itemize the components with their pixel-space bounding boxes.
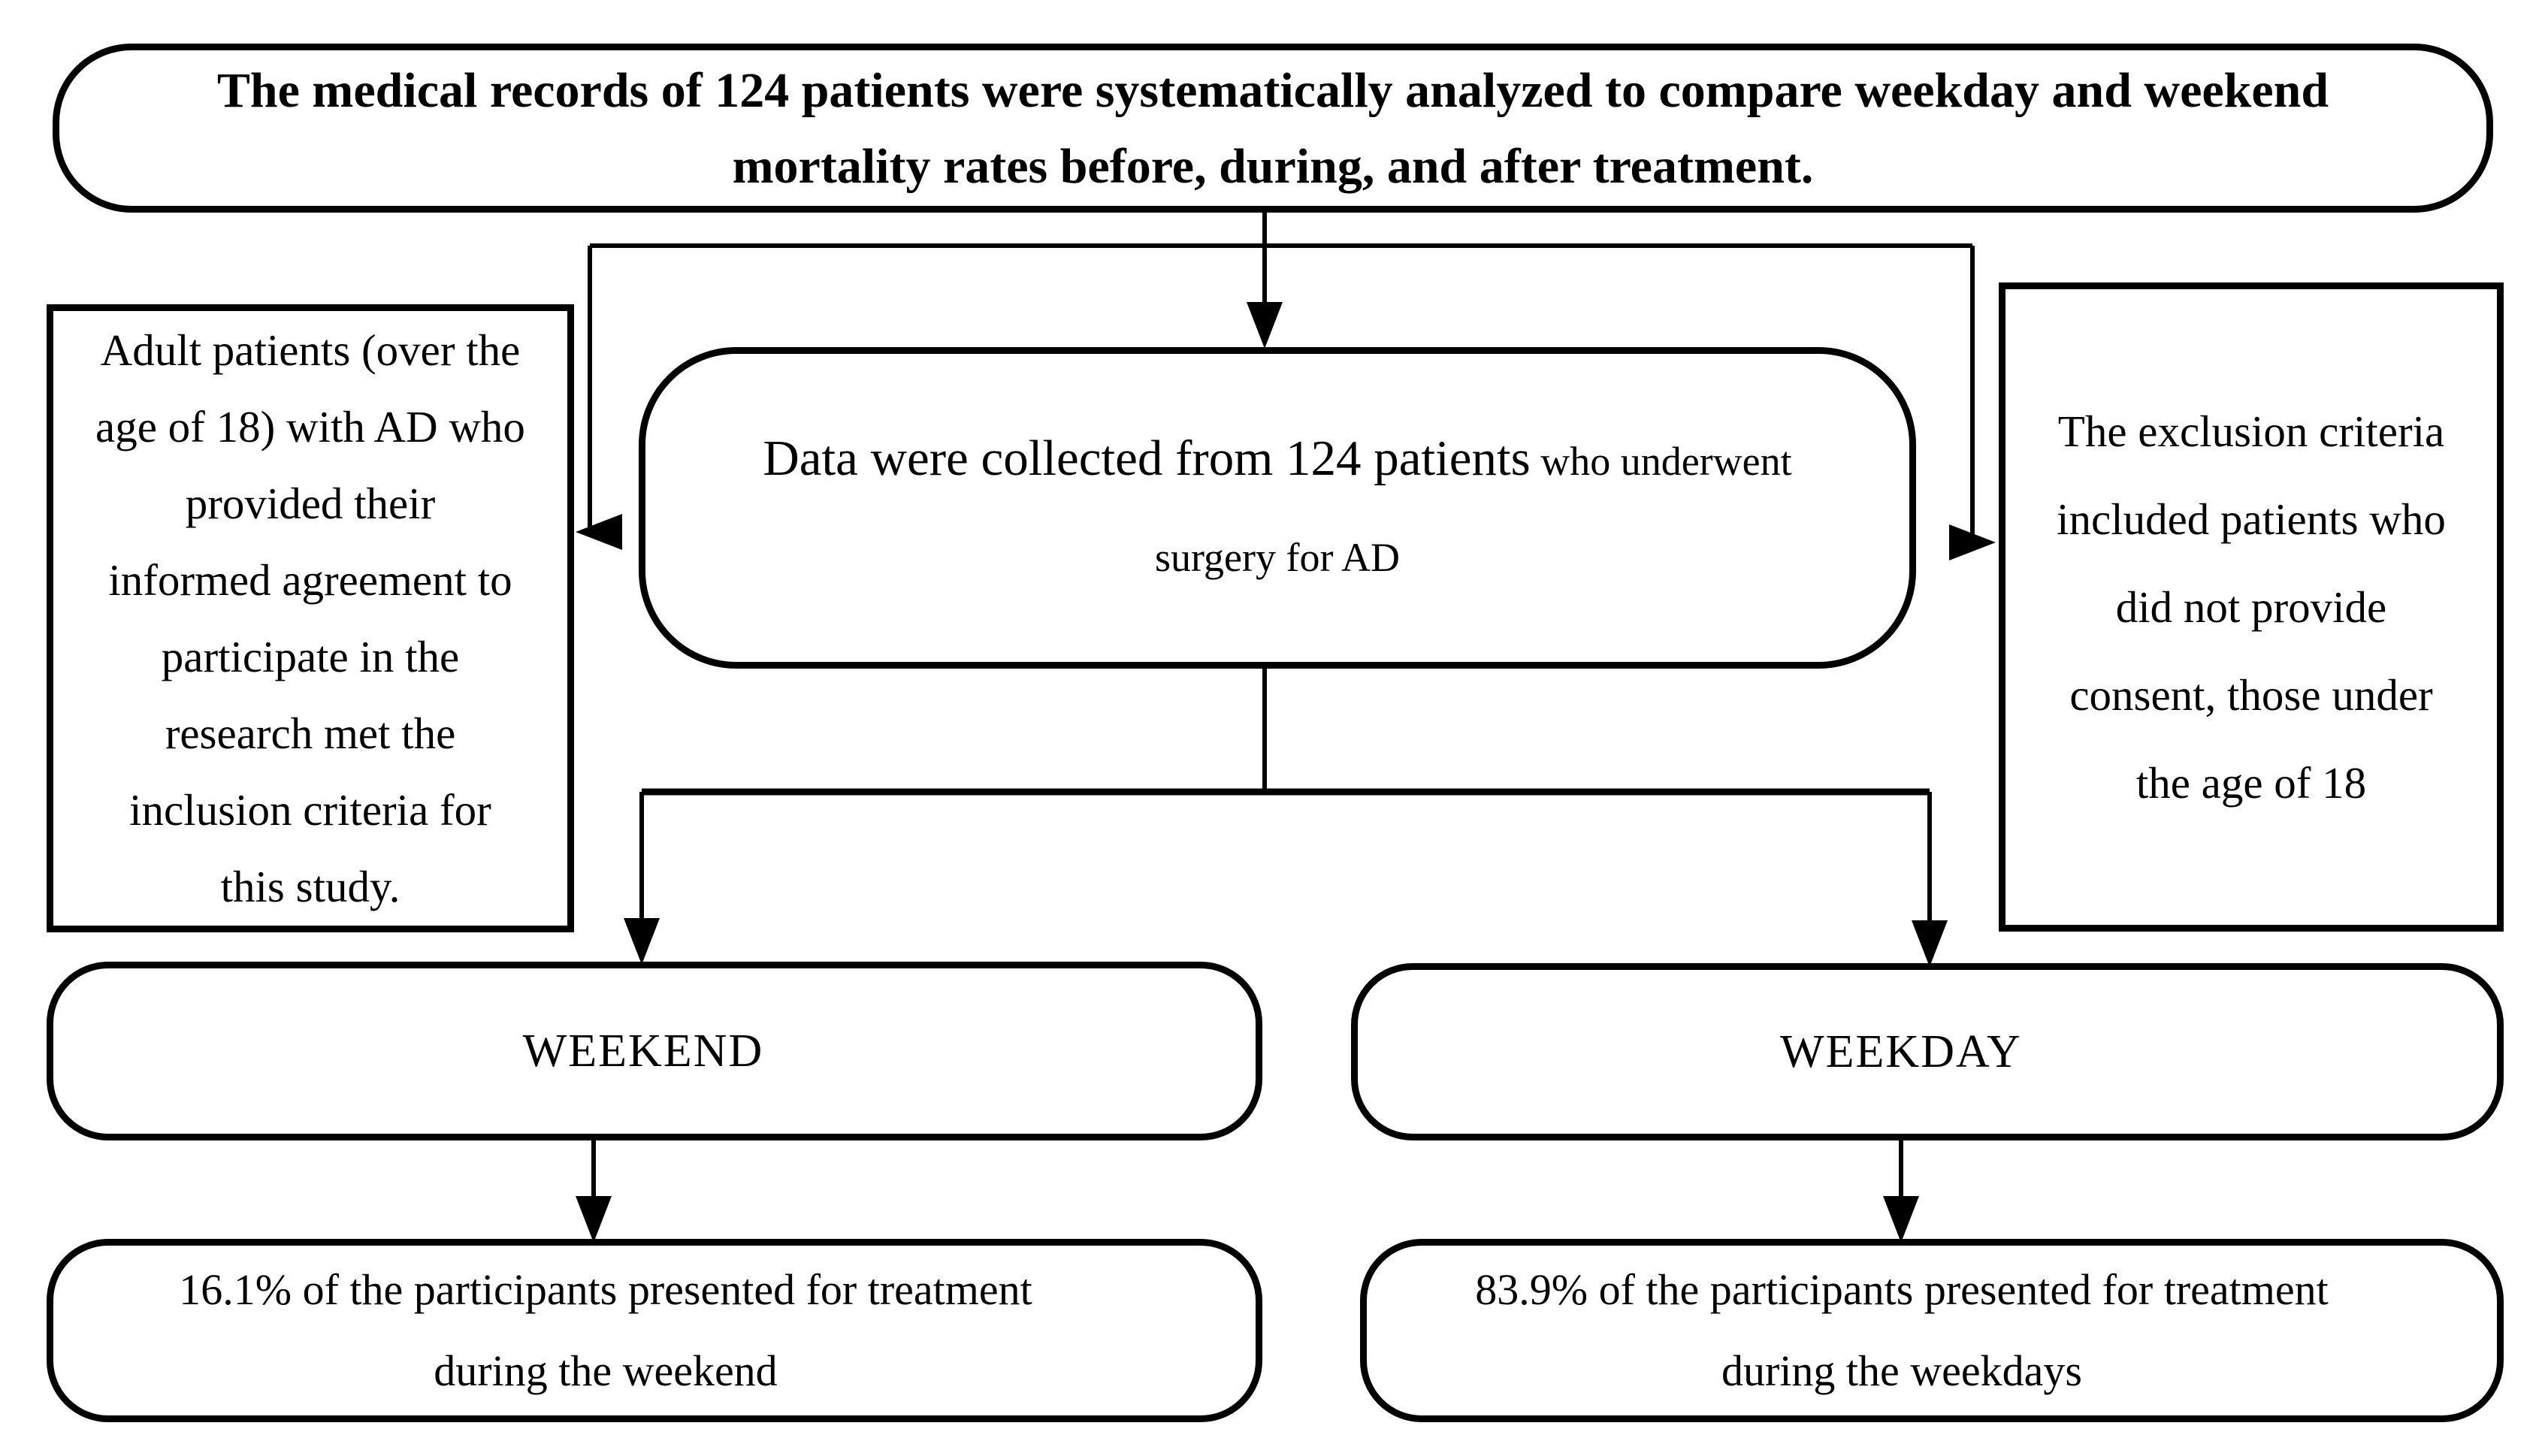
- data-collection-text: Data were collected from 124 patients wh…: [763, 410, 1791, 606]
- stem-data-to-split: [642, 669, 1930, 796]
- arrow-weekend-to-stat: [576, 1140, 612, 1243]
- arrow-split-to-weekday: [1912, 792, 1948, 967]
- weekday-stat-box: 83.9% of the participants presented for …: [1360, 1239, 2504, 1422]
- arrow-weekday-to-stat: [1883, 1140, 1919, 1243]
- weekday-stat-text: 83.9% of the participants presented for …: [1475, 1265, 2329, 1395]
- arrow-to-inclusion: [576, 246, 622, 550]
- arrow-title-to-data: [1247, 213, 1283, 349]
- title-box: The medical records of 124 patients were…: [53, 44, 2493, 213]
- arrow-to-exclusion: [1949, 246, 1996, 560]
- weekend-stat-text: 16.1% of the participants presented for …: [179, 1265, 1032, 1395]
- data-collection-text-main: Data were collected from 124 patients: [763, 430, 1531, 486]
- arrow-split-to-weekend: [624, 792, 660, 965]
- weekday-branch-box: WEEKDAY: [1351, 963, 2504, 1140]
- title-text: The medical records of 124 patients were…: [216, 62, 2329, 194]
- weekend-label: WEEKEND: [522, 1025, 764, 1077]
- weekday-label: WEEKDAY: [1780, 1026, 2022, 1077]
- data-collection-text-secondary: who underwent surgery for AD: [1155, 439, 1792, 580]
- weekend-stat-box: 16.1% of the participants presented for …: [47, 1239, 1262, 1422]
- data-collection-box: Data were collected from 124 patients wh…: [639, 347, 1916, 669]
- weekend-branch-box: WEEKEND: [47, 962, 1262, 1140]
- exclusion-criteria-box: The exclusion criteria included patients…: [1999, 282, 2504, 932]
- inclusion-criteria-text: Adult patients (over the age of 18) with…: [95, 325, 525, 911]
- exclusion-criteria-text: The exclusion criteria included patients…: [2057, 406, 2446, 808]
- inclusion-criteria-box: Adult patients (over the age of 18) with…: [47, 304, 574, 932]
